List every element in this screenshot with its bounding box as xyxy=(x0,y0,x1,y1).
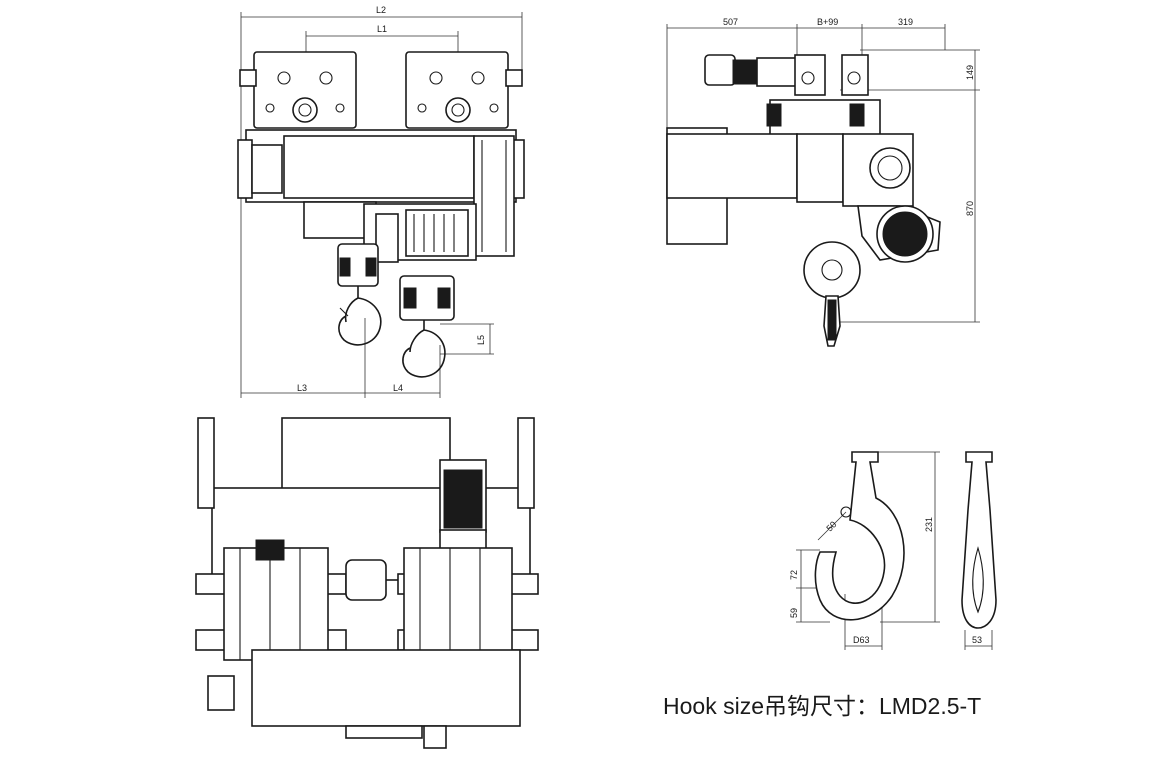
trolley-wheel-right xyxy=(405,51,523,129)
hook-detail-front: 50 72 59 D63 231 xyxy=(789,451,940,650)
dim-59: 59 xyxy=(789,608,799,618)
plan-wheels-left xyxy=(195,539,347,661)
dim-72: 72 xyxy=(789,570,799,580)
side-dimensions xyxy=(666,24,980,323)
side-view: 507 B+99 319 149 870 xyxy=(666,17,980,347)
dim-507: 507 xyxy=(723,17,738,27)
dim-53: 53 xyxy=(972,635,982,645)
hook-size-caption: Hook size吊钩尺寸：LMD2.5-T xyxy=(663,693,982,719)
dim-149: 149 xyxy=(965,65,975,80)
plan-motor xyxy=(439,459,487,571)
hoist-body xyxy=(237,129,525,263)
plan-wheels-right xyxy=(397,547,539,661)
dim-b99: B+99 xyxy=(817,17,838,27)
dim-l4: L4 xyxy=(393,383,403,393)
side-frame xyxy=(666,127,941,263)
side-motor xyxy=(704,54,798,87)
dim-l5: L5 xyxy=(476,335,486,345)
hook-right xyxy=(399,275,455,378)
hook-detail-side: 53 xyxy=(961,451,997,650)
dim-l2: L2 xyxy=(376,5,386,15)
dim-319: 319 xyxy=(898,17,913,27)
dim-l3: L3 xyxy=(297,383,307,393)
front-view: L2 L1 L3 L4 L5 xyxy=(237,5,525,398)
dim-231: 231 xyxy=(924,517,934,532)
side-hook xyxy=(803,241,861,347)
dim-870: 870 xyxy=(965,201,975,216)
hook-left xyxy=(337,243,382,346)
dim-d63: D63 xyxy=(853,635,870,645)
side-trolley xyxy=(766,54,881,137)
trolley-wheel-left xyxy=(239,51,357,129)
dim-l1: L1 xyxy=(377,24,387,34)
plan-view xyxy=(195,417,539,749)
